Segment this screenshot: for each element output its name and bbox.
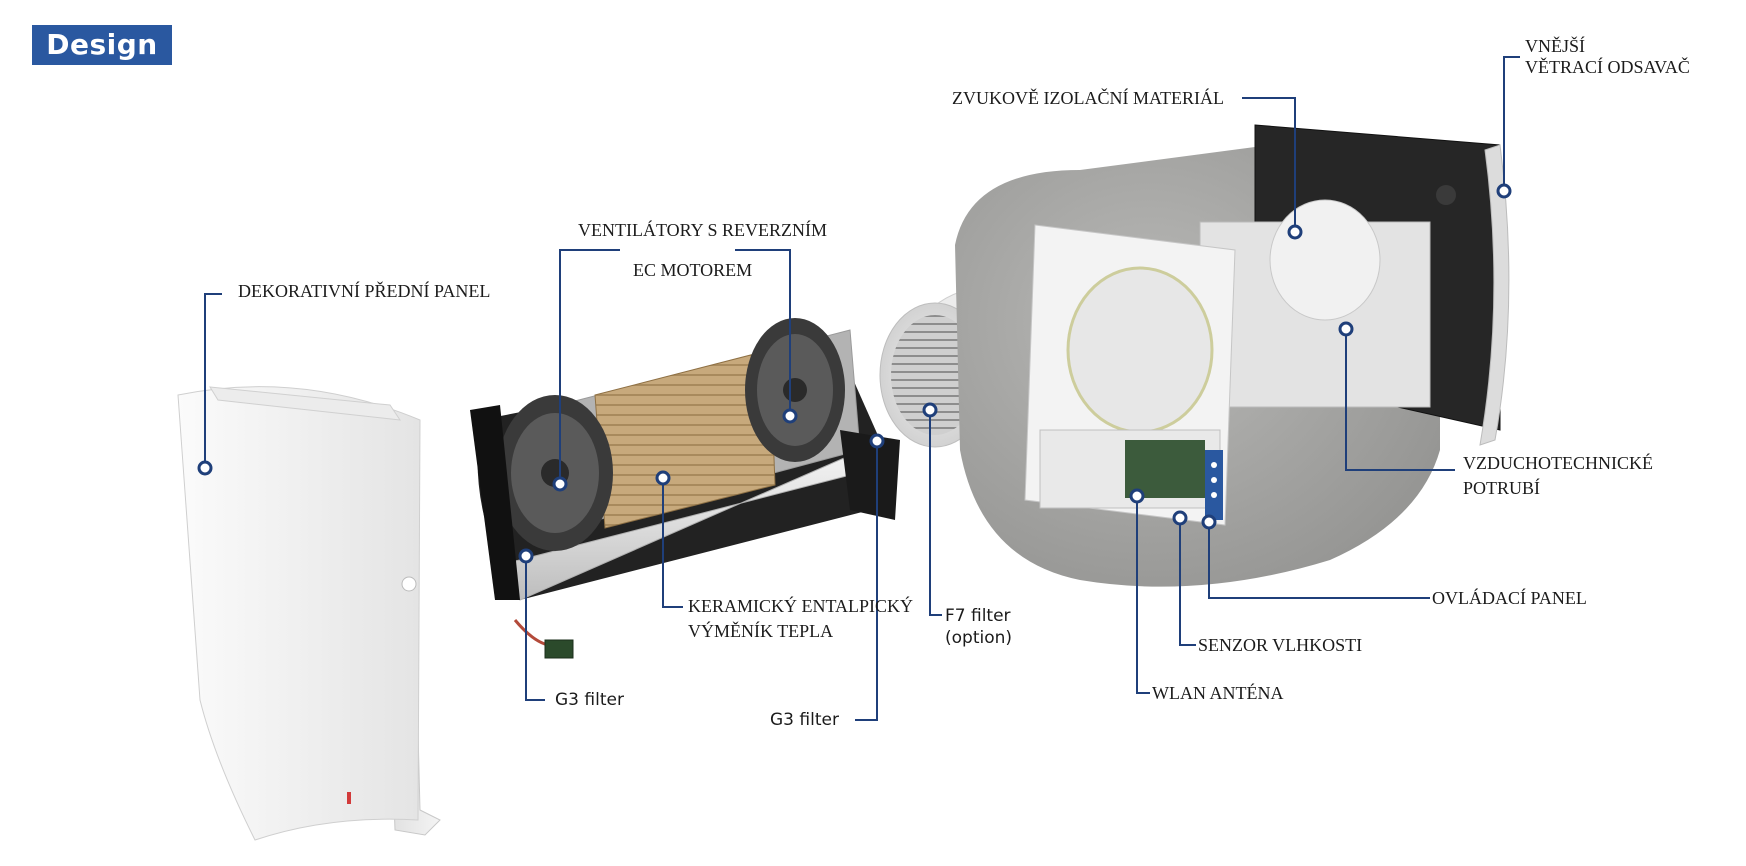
heat-exchanger-assembly-illustration: [470, 318, 900, 659]
label-outer-hood-line1: VNĚJŠÍ: [1525, 36, 1586, 56]
label-outer-hood: VNĚJŠÍ VĚTRACÍ ODSAVAČ: [1525, 36, 1690, 78]
marker-g3-center: [869, 433, 885, 449]
leader-lines: [204, 56, 1520, 721]
label-f7-filter: F7 filter (option): [945, 605, 1012, 649]
label-fans-line2: EC MOTOREM: [633, 260, 753, 280]
marker-f7: [922, 402, 938, 418]
label-exchanger-line2: VÝMĚNÍK TEPLA: [688, 621, 834, 641]
marker-fan-left: [552, 476, 568, 492]
label-control-panel: OVLÁDACÍ PANEL: [1432, 588, 1587, 608]
marker-insulation: [1287, 224, 1303, 240]
marker-outer-hood: [1496, 183, 1512, 199]
page-title: Design: [32, 25, 172, 65]
label-duct: VZDUCHOTECHNICKÉ POTRUBÍ: [1463, 451, 1653, 501]
label-front-panel: DEKORATIVNÍ PŘEDNÍ PANEL: [238, 281, 491, 301]
label-humidity-sensor: SENZOR VLHKOSTI: [1198, 635, 1363, 655]
label-insulation: ZVUKOVĚ IZOLAČNÍ MATERIÁL: [952, 88, 1224, 108]
marker-control-panel: [1201, 514, 1217, 530]
front-panel-illustration: [177, 386, 441, 841]
label-g3-filter-center: G3 filter: [770, 710, 839, 730]
label-fans-line1: VENTILÁTORY S REVERZNÍM: [578, 220, 827, 240]
marker-humidity-sensor: [1172, 510, 1188, 526]
label-f7-line2: (option): [945, 628, 1013, 648]
marker-fan-right: [782, 408, 798, 424]
marker-g3-left: [518, 548, 534, 564]
label-outer-hood-line2: VĚTRACÍ ODSAVAČ: [1525, 57, 1690, 77]
label-g3-filter-left: G3 filter: [555, 690, 624, 710]
housing-illustration: [955, 124, 1510, 587]
label-exchanger: KERAMICKÝ ENTALPICKÝ VÝMĚNÍK TEPLA: [688, 594, 913, 644]
label-f7-line1: F7 filter: [945, 606, 1011, 626]
label-exchanger-line1: KERAMICKÝ ENTALPICKÝ: [688, 596, 914, 616]
marker-wlan: [1129, 488, 1145, 504]
label-wlan: WLAN ANTÉNA: [1152, 683, 1284, 703]
label-duct-line1: VZDUCHOTECHNICKÉ: [1463, 453, 1653, 473]
marker-dots: [197, 183, 1512, 564]
marker-exchanger: [655, 470, 671, 486]
label-duct-line2: POTRUBÍ: [1463, 478, 1541, 498]
marker-duct: [1338, 321, 1354, 337]
marker-front-panel: [197, 460, 213, 476]
